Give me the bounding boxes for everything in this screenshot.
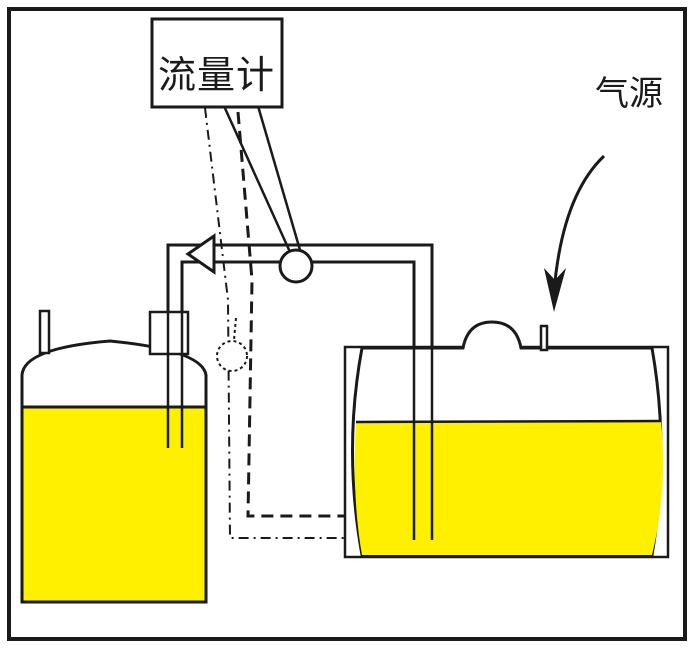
dashed-route [236,111,354,518]
air-arrow-head [544,268,566,312]
callout-line-left [222,105,292,253]
left-tank-liquid [20,405,208,604]
air-source-label: 气源 [595,74,663,114]
dash-dot-route [204,107,352,539]
flowmeter-callout [222,105,302,253]
air-source-arrow [544,154,606,312]
left-tank [20,309,208,604]
air-inlet-nozzle [539,324,549,352]
right-tank [343,245,670,559]
air-arrow-shaft [552,154,606,293]
right-tank-liquid-surface [355,419,662,424]
right-tank-liquid [354,421,664,555]
left-tank-dome [20,339,208,410]
alternative-dashed-route [204,107,354,539]
left-tank-vent [38,309,51,355]
flowmeter-label-box [150,17,284,109]
callout-line-right [256,105,302,251]
flowmeter-symbol [278,248,314,284]
dotted-lead [233,317,237,341]
flowmeter-label: 流量计 [158,53,276,97]
dotted-flowmeter-alt [216,340,248,372]
flow-direction-arrow [185,233,216,275]
